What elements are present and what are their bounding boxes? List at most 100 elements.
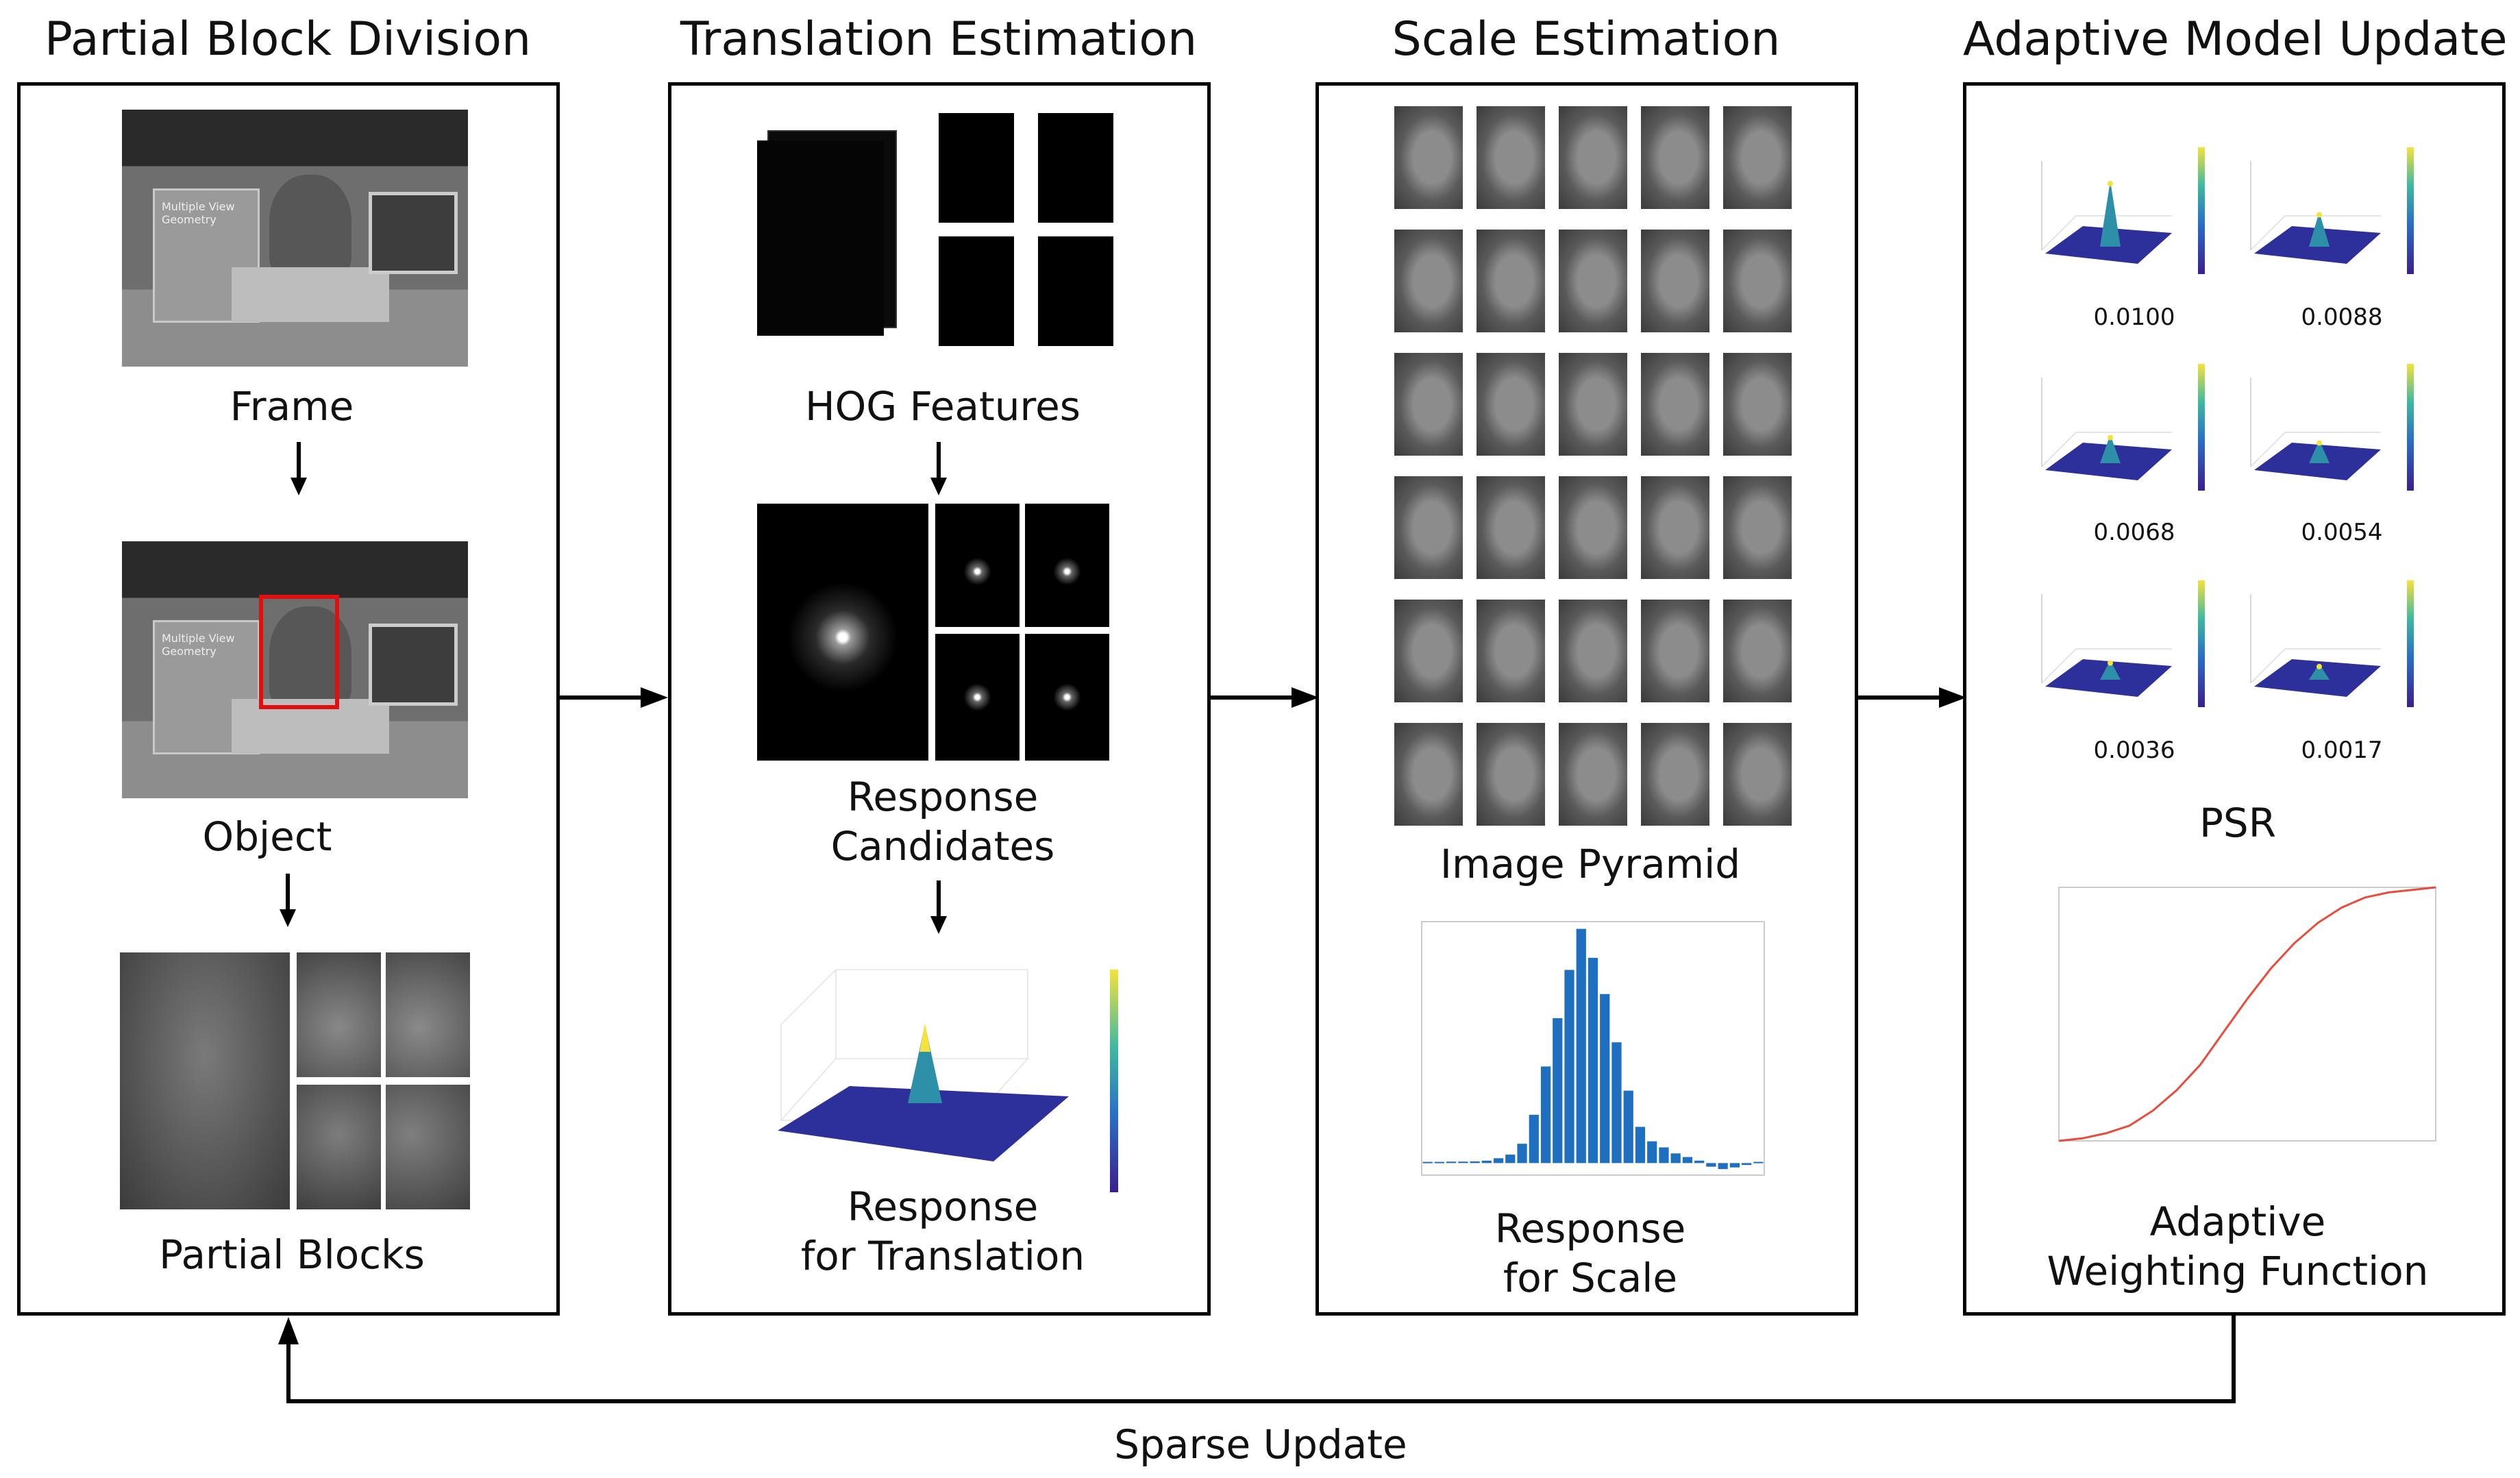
stage-title-translation-estimation: Translation Estimation (680, 12, 1198, 66)
hog-feature-stack-tr (1038, 113, 1113, 223)
scale-response-bar (1647, 1141, 1657, 1163)
sparse-update-label: Sparse Update (1114, 1421, 1407, 1468)
weighting-curve (2058, 886, 2436, 1142)
scale-response-bar (1670, 1153, 1681, 1163)
pyramid-tile (1477, 600, 1545, 702)
adaptive-weighting-function-caption-line1: Adaptive (2149, 1198, 2326, 1245)
psr-value-6: 0.0017 (2301, 737, 2383, 764)
scale-response-bar (1446, 1161, 1457, 1163)
pyramid-tile (1641, 600, 1709, 702)
scale-response-bar (1458, 1161, 1468, 1163)
object-caption: Object (202, 813, 332, 860)
pyramid-tile (1477, 353, 1545, 456)
scale-response-bar (1623, 1090, 1633, 1163)
photo-frame (369, 624, 458, 706)
psr-value-2: 0.0088 (2301, 304, 2383, 331)
pyramid-tile (1641, 106, 1709, 209)
chart-frame (1421, 921, 1765, 1176)
frame-caption: Frame (230, 383, 354, 430)
scale-response-bar (1659, 1147, 1669, 1163)
owl-statue (269, 175, 351, 278)
psr-caption: PSR (2199, 800, 2277, 846)
scale-response-bar (1540, 1066, 1551, 1163)
stage-title-adaptive-model-update: Adaptive Model Update (1963, 12, 2508, 66)
pyramid-tile (1641, 476, 1709, 579)
psr-surface-plot (2250, 364, 2414, 491)
pyramid-tile (1723, 723, 1792, 826)
adaptive-model-update-panel: 0.0100 0.0088 0.0068 0.0054 0.0036 0.001… (1963, 82, 2506, 1316)
pyramid-tile (1723, 230, 1792, 332)
response-for-scale-caption-line2: for Scale (1503, 1255, 1678, 1301)
scale-response-bar (1588, 957, 1598, 1163)
psr-value-3: 0.0068 (2093, 519, 2175, 546)
scale-response-bar (1729, 1163, 1740, 1168)
partial-block-main (120, 952, 290, 1209)
arrow-right-icon (560, 687, 668, 708)
photo-frame (369, 192, 458, 274)
psr-surface-plot (2041, 580, 2205, 707)
pyramid-tile (1394, 230, 1463, 332)
partial-block-tr (386, 952, 470, 1077)
scale-response-bar (1611, 1042, 1622, 1163)
pyramid-tile (1477, 723, 1545, 826)
scale-response-bar (1564, 970, 1574, 1163)
arrow-down-icon (930, 880, 947, 934)
partial-block-bl (297, 1085, 381, 1209)
book-title: Multiple View Geometry (162, 632, 235, 658)
pyramid-tile (1394, 476, 1463, 579)
surface-base (778, 1086, 1069, 1161)
hog-feature-stack-bl (939, 236, 1014, 346)
image-pyramid-grid (1394, 106, 1792, 833)
object-bounding-box (259, 595, 339, 709)
arrow-right-icon (1858, 687, 1966, 708)
translation-estimation-panel: HOG Features Response Candidates Respons… (668, 82, 1211, 1316)
scale-response-bar (1682, 1157, 1693, 1163)
pyramid-tile (1394, 353, 1463, 456)
arrow-down-icon (291, 442, 307, 495)
scale-response-bar (1576, 928, 1586, 1163)
arrow-right-icon (1211, 687, 1319, 708)
object-image: Multiple View Geometry (122, 541, 468, 798)
pyramid-tile (1641, 723, 1709, 826)
arrow-down-icon (930, 442, 947, 495)
scale-response-bar (1553, 1018, 1563, 1163)
partial-block-br (386, 1085, 470, 1209)
translation-response-surface-plot (778, 969, 1118, 1192)
response-for-translation-caption-line1: Response (847, 1183, 1039, 1230)
response-candidates-caption-line1: Response (847, 774, 1039, 820)
stage-title-scale-estimation: Scale Estimation (1392, 12, 1781, 66)
scale-response-bar (1422, 1161, 1433, 1163)
pyramid-tile (1394, 723, 1463, 826)
response-for-translation-caption-line2: for Translation (800, 1233, 1085, 1279)
psr-surface-plot (2250, 147, 2414, 274)
scale-response-bar (1529, 1114, 1539, 1163)
scale-response-bar (1434, 1161, 1444, 1163)
scale-response-bar (1600, 994, 1610, 1163)
response-candidates-caption-line2: Candidates (830, 823, 1055, 870)
scale-response-bar (1635, 1126, 1646, 1163)
image-pyramid-caption: Image Pyramid (1440, 841, 1741, 887)
hog-features-caption: HOG Features (804, 383, 1081, 430)
pyramid-tile (1723, 600, 1792, 702)
partial-blocks-caption: Partial Blocks (159, 1231, 425, 1278)
scale-response-bar-chart (1421, 921, 1765, 1176)
pyramid-tile (1477, 106, 1545, 209)
partial-block-division-panel: Multiple View Geometry Frame Multiple Vi… (17, 82, 560, 1316)
scale-estimation-panel: Image Pyramid Response for Scale (1315, 82, 1858, 1316)
partial-block-tl (297, 952, 381, 1077)
book: Multiple View Geometry (153, 188, 260, 323)
scale-response-bar (1694, 1160, 1705, 1163)
psr-surface-grid (2035, 140, 2460, 846)
scale-response-bar (1742, 1163, 1752, 1166)
adaptive-weighting-function-caption-line2: Weighting Function (2047, 1248, 2429, 1294)
scale-response-bar (1706, 1163, 1716, 1167)
pyramid-tile (1559, 476, 1627, 579)
scale-response-bar (1493, 1158, 1504, 1163)
pyramid-tile (1559, 723, 1627, 826)
psr-value-1: 0.0100 (2093, 304, 2175, 331)
scale-response-bar (1718, 1163, 1728, 1170)
scale-response-bar (1481, 1160, 1492, 1163)
psr-value-4: 0.0054 (2301, 519, 2383, 546)
scale-response-bar (1517, 1144, 1527, 1163)
adaptive-weighting-function-plot (2058, 886, 2436, 1142)
